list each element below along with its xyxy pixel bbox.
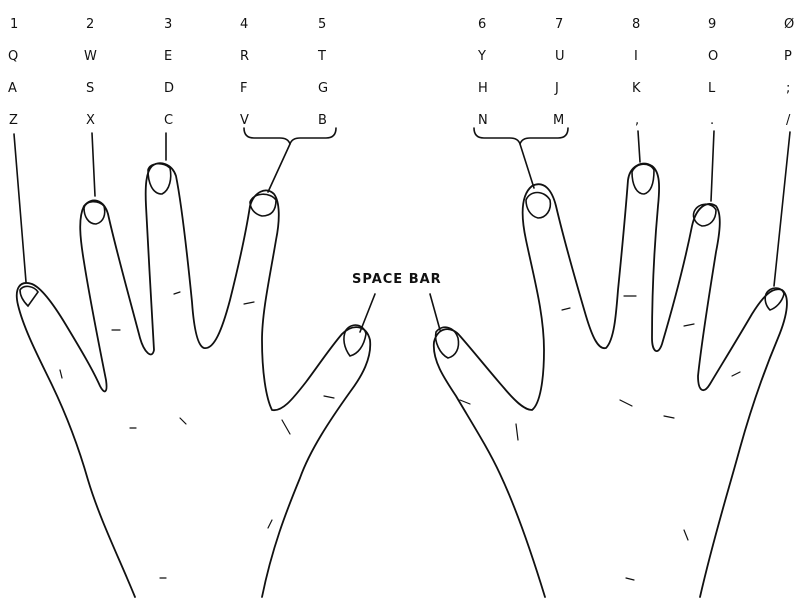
right-index-line bbox=[520, 144, 534, 188]
key-label: T bbox=[317, 49, 326, 64]
right-middle-nail bbox=[632, 164, 654, 194]
left-ring-nail bbox=[84, 202, 105, 224]
key-label: U bbox=[555, 49, 565, 64]
key-label: M bbox=[553, 113, 564, 128]
left-pinky-line bbox=[14, 134, 26, 282]
key-label: B bbox=[318, 113, 327, 128]
left-middle-nail bbox=[148, 164, 171, 194]
right-pinky-line bbox=[774, 132, 790, 286]
key-label: R bbox=[240, 49, 249, 64]
left-hand-crease bbox=[282, 420, 290, 434]
left-hand-key-labels: 1 Q A Z 2 W S X 3 E D C 4 R F V 5 T G B bbox=[8, 17, 328, 128]
right-index-bracket bbox=[474, 128, 568, 144]
right-hand-crease bbox=[664, 416, 674, 418]
left-index-bracket bbox=[244, 128, 336, 144]
key-label: E bbox=[164, 49, 172, 64]
right-hand-crease bbox=[516, 424, 518, 440]
key-label: Ø bbox=[784, 17, 794, 32]
key-label: V bbox=[240, 113, 249, 128]
key-label: Z bbox=[9, 113, 18, 128]
left-hand-crease bbox=[174, 292, 180, 294]
key-label: 5 bbox=[318, 17, 326, 32]
key-label: G bbox=[318, 81, 328, 96]
key-label: J bbox=[554, 81, 559, 96]
key-label: L bbox=[708, 81, 716, 96]
key-label: Q bbox=[8, 49, 18, 64]
key-label: / bbox=[786, 113, 791, 128]
key-label: X bbox=[86, 113, 95, 128]
key-label: C bbox=[164, 113, 173, 128]
left-hand-crease bbox=[244, 302, 254, 304]
left-ring-line bbox=[92, 133, 95, 196]
key-label: 7 bbox=[555, 17, 563, 32]
left-hand-crease bbox=[60, 370, 62, 378]
key-label: S bbox=[86, 81, 94, 96]
right-hand-crease bbox=[684, 530, 688, 540]
left-index-line bbox=[268, 144, 290, 192]
key-label: W bbox=[84, 49, 97, 64]
key-label: F bbox=[240, 81, 247, 96]
key-label: 6 bbox=[478, 17, 486, 32]
right-hand-outline bbox=[434, 164, 787, 597]
left-index-nail bbox=[250, 194, 276, 216]
right-hand-crease bbox=[626, 578, 634, 580]
key-label: . bbox=[710, 113, 714, 128]
right-hand-crease bbox=[684, 324, 694, 326]
right-hand-crease bbox=[620, 400, 632, 406]
key-label: H bbox=[478, 81, 488, 96]
right-hand-crease bbox=[732, 372, 740, 376]
key-label: 8 bbox=[632, 17, 640, 32]
key-label: A bbox=[8, 81, 17, 96]
key-label: 2 bbox=[86, 17, 94, 32]
left-hand-crease bbox=[324, 396, 334, 398]
key-label: D bbox=[164, 81, 174, 96]
key-label: 3 bbox=[164, 17, 172, 32]
right-hand-crease bbox=[562, 308, 570, 310]
key-label: ; bbox=[786, 81, 790, 96]
key-label: 1 bbox=[10, 17, 18, 32]
right-thumb-line bbox=[430, 294, 440, 330]
key-label: O bbox=[708, 49, 718, 64]
right-index-nail bbox=[526, 193, 550, 219]
left-hand-drawing bbox=[17, 163, 370, 597]
space-bar-label: SPACE BAR bbox=[352, 272, 442, 287]
right-ring-nail bbox=[693, 204, 716, 226]
left-hand-crease bbox=[180, 418, 186, 424]
right-pinky-nail bbox=[765, 288, 784, 310]
key-label: , bbox=[635, 113, 639, 128]
right-hand-crease bbox=[460, 400, 470, 404]
key-label: 9 bbox=[708, 17, 716, 32]
key-label: P bbox=[784, 49, 792, 64]
right-hand-key-labels: 6 Y H N 7 U J M 8 I K , 9 O L . Ø P ; / bbox=[477, 17, 794, 128]
key-label: K bbox=[632, 81, 641, 96]
right-ring-line bbox=[711, 131, 714, 201]
left-hand-crease bbox=[268, 520, 272, 528]
key-label: Y bbox=[477, 49, 486, 64]
left-hand-outline bbox=[17, 163, 370, 597]
right-middle-line bbox=[638, 131, 640, 162]
left-pinky-nail bbox=[20, 286, 38, 306]
key-label: I bbox=[634, 49, 638, 64]
key-label: 4 bbox=[240, 17, 248, 32]
right-hand-drawing bbox=[434, 164, 787, 597]
key-label: N bbox=[478, 113, 488, 128]
